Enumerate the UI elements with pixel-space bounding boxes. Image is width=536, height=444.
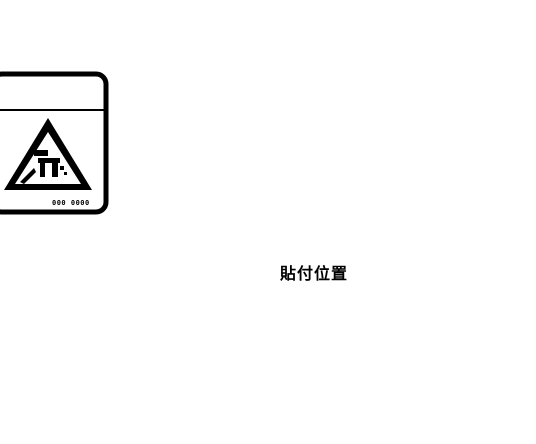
sticker-code: 000 0000 — [52, 199, 90, 207]
warning-sticker — [0, 71, 109, 215]
warning-triangle-icon — [4, 118, 92, 190]
sticker-position-label: 貼付位置 — [278, 264, 351, 283]
